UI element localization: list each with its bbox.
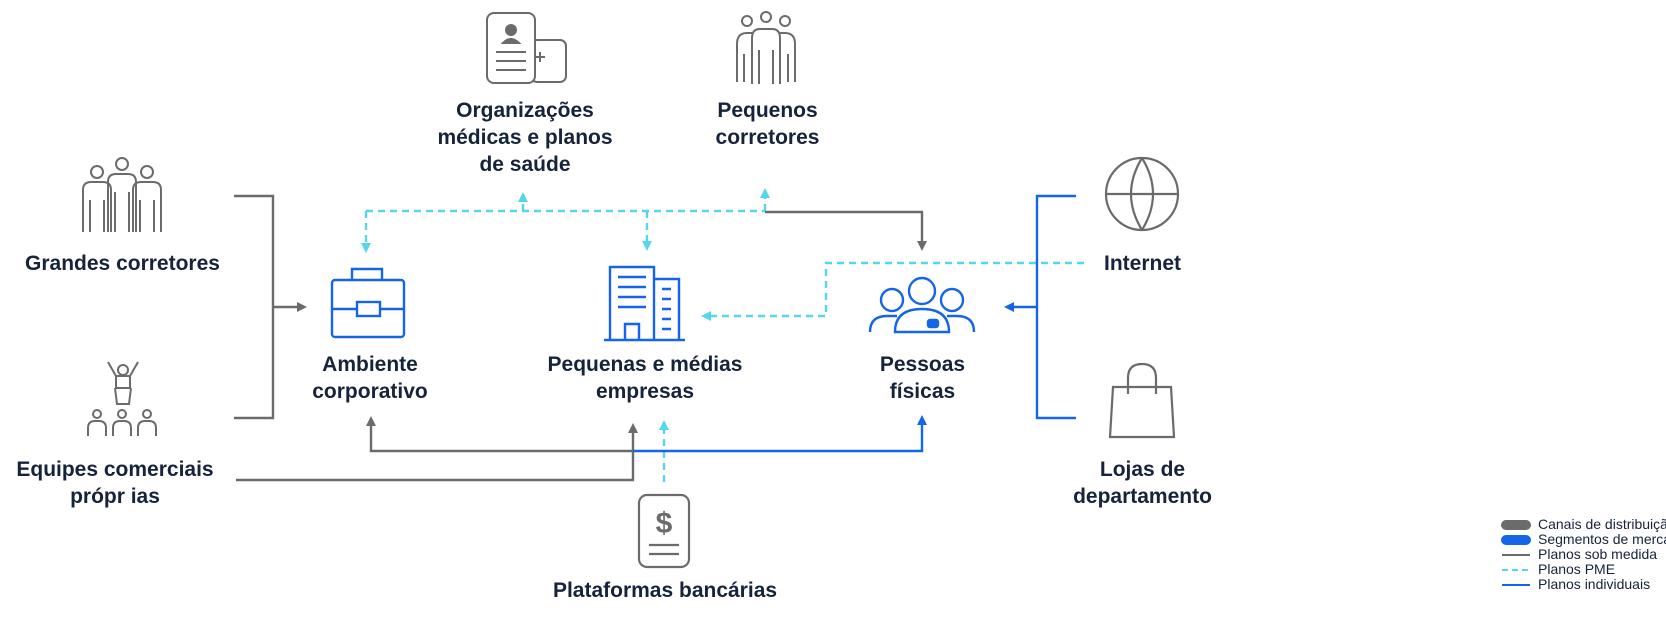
small-group-people-icon bbox=[736, 11, 796, 84]
node-internet: Internet bbox=[1103, 252, 1181, 275]
node-pessoas-fisicas: Pessoas físicas bbox=[879, 353, 966, 403]
sob-medida-equipes-line bbox=[236, 423, 638, 482]
individuais-bottom-to-pessoas bbox=[633, 415, 927, 453]
legend-swatch-segmentos bbox=[1501, 535, 1531, 545]
globe-icon bbox=[1104, 156, 1180, 232]
sob-medida-bracket-left bbox=[234, 194, 275, 420]
legend-label-segmentos: Segmentos de mercado bbox=[1538, 531, 1666, 547]
legend-item-individuais: Planos individuais bbox=[1500, 576, 1664, 592]
sob-medida-pequenos-to-pessoas bbox=[765, 210, 927, 251]
medical-documents-icon bbox=[486, 12, 567, 84]
legend-label-canais: Canais de distribuição bbox=[1538, 516, 1666, 532]
legend-label-individuais: Planos individuais bbox=[1538, 576, 1651, 592]
legend-swatch-canais bbox=[1501, 520, 1531, 530]
node-equipes-comerciais: Equipes comerciais própr ias bbox=[16, 458, 214, 508]
legend-line-sob-medida bbox=[1502, 554, 1530, 556]
individuais-bracket-right bbox=[1035, 194, 1076, 420]
office-building-icon bbox=[604, 265, 685, 342]
sob-medida-bottom-to-ambiente bbox=[366, 416, 633, 453]
sales-team-presenter-icon bbox=[87, 361, 157, 436]
legend-item-segmentos: Segmentos de mercado bbox=[1500, 531, 1666, 547]
legend-label-sob-medida: Planos sob medida bbox=[1538, 546, 1658, 562]
shopping-bag-icon bbox=[1108, 362, 1176, 439]
briefcase-icon bbox=[330, 267, 406, 339]
svg-text:$: $ bbox=[656, 507, 673, 540]
legend-item-sob-medida: Planos sob medida bbox=[1500, 546, 1664, 562]
node-lojas-de-departamento: Lojas de departamento bbox=[1073, 458, 1212, 508]
node-pequenas-medias-empresas: Pequenas e médias empresas bbox=[547, 353, 743, 403]
connectors bbox=[234, 188, 1084, 482]
group-of-three-people-icon bbox=[82, 157, 162, 232]
legend: Canais de distribuição Segmentos de merc… bbox=[1500, 516, 1666, 592]
legend-line-individuais bbox=[1502, 584, 1530, 586]
bank-statement-dollar-icon: $ bbox=[637, 493, 691, 569]
legend-label-pme: Planos PME bbox=[1538, 561, 1616, 577]
node-plataformas-bancarias: Plataformas bancárias bbox=[552, 579, 778, 602]
legend-line-pme bbox=[1502, 569, 1530, 571]
node-organizacoes-medicas: Organizações médicas e planos de saúde bbox=[437, 99, 613, 176]
people-icon bbox=[868, 276, 976, 334]
node-ambiente-corporativo: Ambiente corporativo bbox=[312, 353, 428, 403]
legend-item-pme: Planos PME bbox=[1500, 561, 1664, 577]
legend-item-canais: Canais de distribuição bbox=[1500, 516, 1666, 532]
node-pequenos-corretores: Pequenos corretores bbox=[715, 99, 820, 149]
node-grandes-corretores: Grandes corretores bbox=[25, 252, 220, 275]
